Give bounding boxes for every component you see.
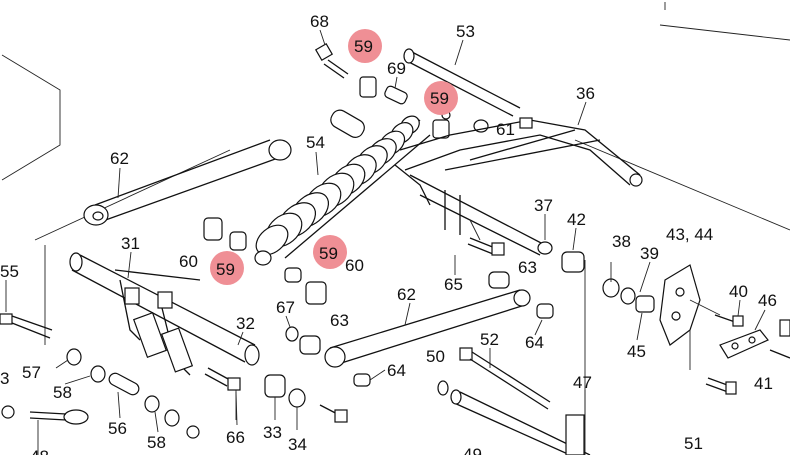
label-65: 65 bbox=[444, 275, 463, 294]
label-56: 56 bbox=[108, 419, 127, 438]
label-34: 34 bbox=[288, 435, 307, 454]
label-47: 47 bbox=[573, 373, 592, 392]
label-32: 32 bbox=[236, 314, 255, 333]
label-59: 59 bbox=[354, 37, 373, 56]
highlight-59-upper-right bbox=[424, 81, 458, 115]
small-parts-right bbox=[561, 251, 655, 313]
label-63: 63 bbox=[330, 311, 349, 330]
bushings-33-34 bbox=[264, 374, 306, 430]
label-46: 46 bbox=[758, 291, 777, 310]
leader-lines bbox=[5, 29, 766, 433]
label-63: 63 bbox=[518, 258, 537, 277]
rod-53 bbox=[403, 48, 521, 117]
link-rod-62-lower bbox=[324, 289, 531, 368]
bushings-63-67 bbox=[285, 271, 510, 355]
label-62: 62 bbox=[110, 149, 129, 168]
label-68: 68 bbox=[310, 12, 329, 31]
label-60: 60 bbox=[179, 252, 198, 271]
label-64: 64 bbox=[525, 333, 544, 352]
bolt-55 bbox=[0, 313, 53, 339]
label-62: 62 bbox=[397, 285, 416, 304]
bushings-64 bbox=[353, 303, 554, 387]
highlight-59-center bbox=[313, 235, 347, 269]
axle-49 bbox=[319, 389, 591, 455]
label-59: 59 bbox=[216, 260, 235, 279]
part-labels: 68 53 59 69 59 61 36 62 54 31 37 42 43, … bbox=[0, 12, 777, 455]
link-rod-62-upper bbox=[83, 139, 292, 226]
small-parts-bottom-left bbox=[1, 348, 200, 455]
shock-absorber-54 bbox=[254, 109, 431, 266]
pivot-assembly-31 bbox=[69, 252, 260, 376]
label-48: 48 bbox=[30, 447, 49, 455]
bracket-47 bbox=[565, 390, 586, 455]
label-45: 45 bbox=[627, 342, 646, 361]
label-3: 3 bbox=[0, 369, 9, 388]
label-55: 55 bbox=[0, 262, 19, 281]
label-50: 50 bbox=[426, 347, 445, 366]
label-53: 53 bbox=[456, 22, 475, 41]
label-51: 51 bbox=[684, 434, 703, 453]
label-49: 49 bbox=[463, 445, 482, 455]
label-36: 36 bbox=[576, 84, 595, 103]
bushings-top bbox=[359, 76, 489, 139]
label-52: 52 bbox=[480, 330, 499, 349]
label-66: 66 bbox=[226, 428, 245, 447]
label-39: 39 bbox=[640, 244, 659, 263]
bushings-left bbox=[203, 217, 327, 305]
label-38: 38 bbox=[612, 232, 631, 251]
bolts-40-41 bbox=[705, 314, 744, 395]
label-42: 42 bbox=[567, 210, 586, 229]
label-41: 41 bbox=[754, 374, 773, 393]
bolt-66 bbox=[204, 367, 241, 420]
label-69: 69 bbox=[387, 59, 406, 78]
highlight-59-top bbox=[348, 29, 382, 63]
label-59: 59 bbox=[430, 89, 449, 108]
highlight-markers bbox=[210, 29, 458, 285]
label-58: 58 bbox=[147, 433, 166, 452]
swingarm-36 bbox=[394, 117, 643, 256]
plate-43-44 bbox=[659, 264, 721, 370]
label-57: 57 bbox=[22, 363, 41, 382]
label-60: 60 bbox=[345, 256, 364, 275]
label-37: 37 bbox=[534, 196, 553, 215]
bolt-68 bbox=[314, 42, 349, 79]
bolt-65 bbox=[467, 219, 505, 256]
label-58: 58 bbox=[53, 383, 72, 402]
bracket-46 bbox=[719, 319, 790, 359]
label-43-44: 43, 44 bbox=[666, 225, 713, 244]
label-33: 33 bbox=[263, 423, 282, 442]
highlight-59-left bbox=[210, 251, 244, 285]
label-61: 61 bbox=[496, 120, 515, 139]
label-40: 40 bbox=[729, 282, 748, 301]
label-64: 64 bbox=[387, 361, 406, 380]
label-67: 67 bbox=[276, 298, 295, 317]
label-54: 54 bbox=[306, 133, 325, 152]
label-31: 31 bbox=[121, 234, 140, 253]
label-59: 59 bbox=[319, 244, 338, 263]
bolt-52 bbox=[437, 347, 551, 410]
